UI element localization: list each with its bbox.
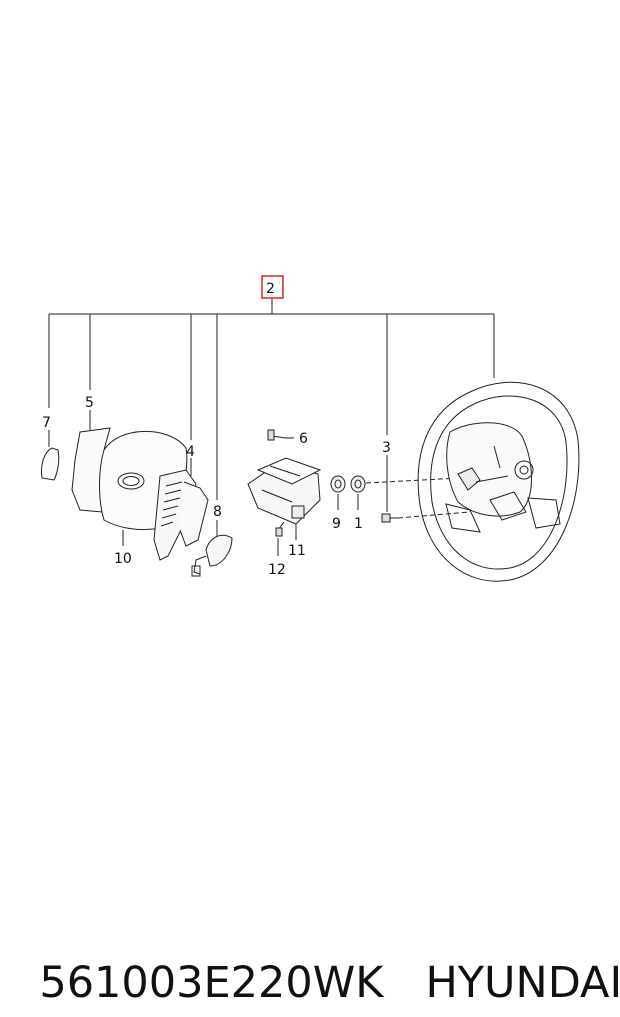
switch-part-8 xyxy=(205,534,233,567)
washer-part-1 xyxy=(350,475,366,493)
part-number: 561003E220WK xyxy=(39,958,384,1008)
bolt-part-3 xyxy=(381,513,391,523)
callout-5: 5 xyxy=(85,395,94,411)
callout-3: 3 xyxy=(382,440,391,456)
callout-1: 1 xyxy=(354,516,363,532)
emblem-icon xyxy=(117,472,145,490)
callout-4: 4 xyxy=(186,444,195,460)
steering-wheel xyxy=(417,381,580,582)
callout-7: 7 xyxy=(42,415,51,431)
callout-6: 6 xyxy=(299,431,308,447)
callout-2-box xyxy=(261,275,284,299)
callout-9: 9 xyxy=(332,516,341,532)
callout-12: 12 xyxy=(268,562,286,578)
nut-part-9 xyxy=(330,475,346,493)
callout-2: 2 xyxy=(266,281,275,297)
callout-10: 10 xyxy=(114,551,132,567)
callout-11: 11 xyxy=(288,543,306,559)
callout-8: 8 xyxy=(213,504,222,520)
horn-cap-part-7 xyxy=(41,447,60,481)
brand-name: HYUNDAI xyxy=(425,958,620,1008)
caption-bar: 561003E220WK HYUNDAI xyxy=(12,908,620,1008)
